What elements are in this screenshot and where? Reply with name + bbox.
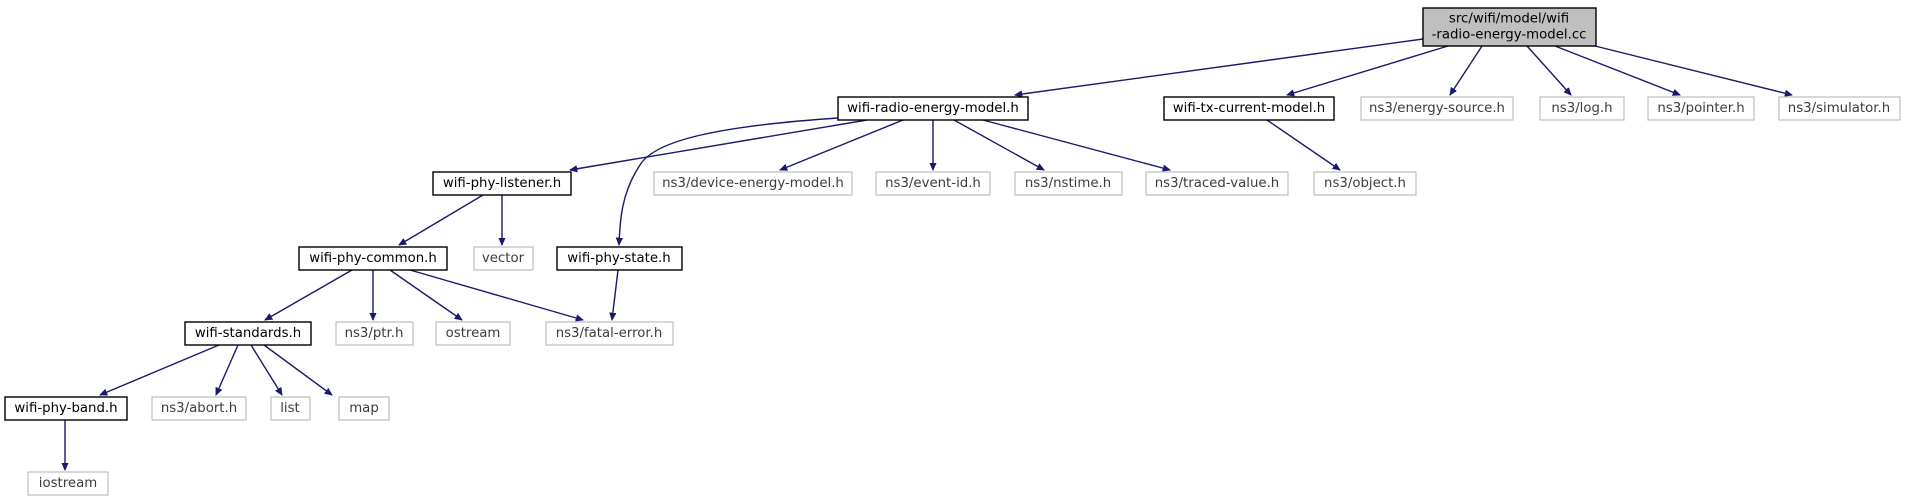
edge-root-to-energy-source-h	[1449, 45, 1483, 95]
edge-root-to-wifi-tx-current-model-h	[1287, 45, 1449, 95]
node-label: wifi-phy-state.h	[567, 251, 670, 266]
node-abort-h: ns3/abort.h	[151, 396, 247, 421]
node-ostream: ostream	[435, 321, 511, 346]
node-label: ns3/log.h	[1551, 101, 1612, 116]
node-label: wifi-tx-current-model.h	[1173, 101, 1325, 116]
node-object-h: ns3/object.h	[1313, 171, 1417, 196]
node-label: wifi-radio-energy-model.h	[847, 101, 1019, 116]
node-label: map	[349, 401, 379, 416]
edge-wifi-radio-energy-model-h-to-wifi-phy-state-h	[619, 117, 839, 245]
edge-wifi-phy-common-h-to-wifi-standards-h	[265, 269, 353, 321]
node-ptr-h: ns3/ptr.h	[335, 321, 414, 346]
node-pointer-h: ns3/pointer.h	[1647, 96, 1755, 121]
edge-root-to-wifi-radio-energy-model-h	[1015, 38, 1424, 95]
node-label: ns3/device-energy-model.h	[662, 176, 844, 191]
edge-wifi-standards-h-to-abort-h	[215, 344, 239, 395]
edge-wifi-phy-common-h-to-fatal-error-h	[409, 269, 583, 320]
edge-wifi-standards-h-to-list	[250, 344, 283, 395]
node-label: wifi-standards.h	[195, 326, 301, 341]
edge-root-to-pointer-h	[1554, 45, 1680, 95]
node-wifi-phy-state-h[interactable]: wifi-phy-state.h	[556, 246, 683, 271]
node-wifi-phy-common-h[interactable]: wifi-phy-common.h	[298, 246, 448, 271]
edge-wifi-radio-energy-model-h-to-nstime-h	[953, 119, 1044, 171]
node-label: ns3/pointer.h	[1657, 101, 1744, 116]
edge-wifi-radio-energy-model-h-to-device-energy-model-h	[780, 119, 904, 170]
node-list: list	[270, 396, 311, 421]
node-wifi-tx-current-model-h[interactable]: wifi-tx-current-model.h	[1163, 96, 1335, 121]
node-simulator-h: ns3/simulator.h	[1778, 96, 1901, 121]
node-label: wifi-phy-listener.h	[443, 176, 561, 191]
node-label: ns3/fatal-error.h	[556, 326, 663, 341]
node-label: ns3/simulator.h	[1788, 101, 1890, 116]
node-traced-value-h: ns3/traced-value.h	[1145, 171, 1289, 196]
node-label: ns3/abort.h	[161, 401, 237, 416]
edge-wifi-phy-listener-h-to-wifi-phy-common-h	[399, 194, 484, 246]
node-label: ns3/event-id.h	[885, 176, 981, 191]
edge-wifi-radio-energy-model-h-to-traced-value-h	[982, 119, 1170, 170]
edge-root-to-log-h	[1526, 45, 1571, 95]
node-label: list	[280, 401, 300, 416]
node-map: map	[338, 396, 390, 421]
edge-wifi-standards-h-to-wifi-phy-band-h	[100, 344, 220, 396]
node-label: ns3/energy-source.h	[1369, 101, 1505, 116]
node-iostream: iostream	[27, 471, 109, 496]
node-root-label-line1: src/wifi/model/wifi	[1449, 12, 1569, 27]
node-label: vector	[482, 251, 525, 266]
node-device-energy-model-h: ns3/device-energy-model.h	[653, 171, 853, 196]
node-energy-source-h: ns3/energy-source.h	[1360, 96, 1514, 121]
node-vector: vector	[473, 246, 534, 271]
edge-wifi-tx-current-model-h-to-object-h	[1266, 119, 1340, 171]
node-label: ns3/nstime.h	[1025, 176, 1111, 191]
node-label: ns3/object.h	[1324, 176, 1406, 191]
node-wifi-phy-listener-h[interactable]: wifi-phy-listener.h	[432, 171, 572, 196]
node-root-source-file[interactable]: src/wifi/model/wifi -radio-energy-model.…	[1422, 7, 1597, 47]
node-wifi-radio-energy-model-h[interactable]: wifi-radio-energy-model.h	[837, 96, 1029, 121]
node-event-id-h: ns3/event-id.h	[875, 171, 991, 196]
node-label: iostream	[39, 476, 97, 491]
node-fatal-error-h: ns3/fatal-error.h	[545, 321, 674, 346]
node-root-label-line2: -radio-energy-model.cc	[1432, 28, 1587, 43]
node-label: wifi-phy-band.h	[14, 401, 117, 416]
node-wifi-phy-band-h[interactable]: wifi-phy-band.h	[4, 396, 128, 421]
node-label: wifi-phy-common.h	[309, 251, 437, 266]
edge-wifi-radio-energy-model-h-to-wifi-phy-listener-h	[570, 119, 868, 170]
edge-wifi-phy-common-h-to-ostream	[389, 269, 462, 321]
node-log-h: ns3/log.h	[1539, 96, 1625, 121]
edge-root-to-simulator-h	[1594, 45, 1792, 95]
node-label: ns3/traced-value.h	[1155, 176, 1279, 191]
edge-wifi-phy-state-h-to-fatal-error-h	[612, 269, 619, 320]
node-wifi-standards-h[interactable]: wifi-standards.h	[184, 321, 312, 346]
node-nstime-h: ns3/nstime.h	[1014, 171, 1123, 196]
node-label: ostream	[446, 326, 501, 341]
edge-wifi-standards-h-to-map	[263, 344, 332, 395]
node-label: ns3/ptr.h	[345, 326, 404, 341]
